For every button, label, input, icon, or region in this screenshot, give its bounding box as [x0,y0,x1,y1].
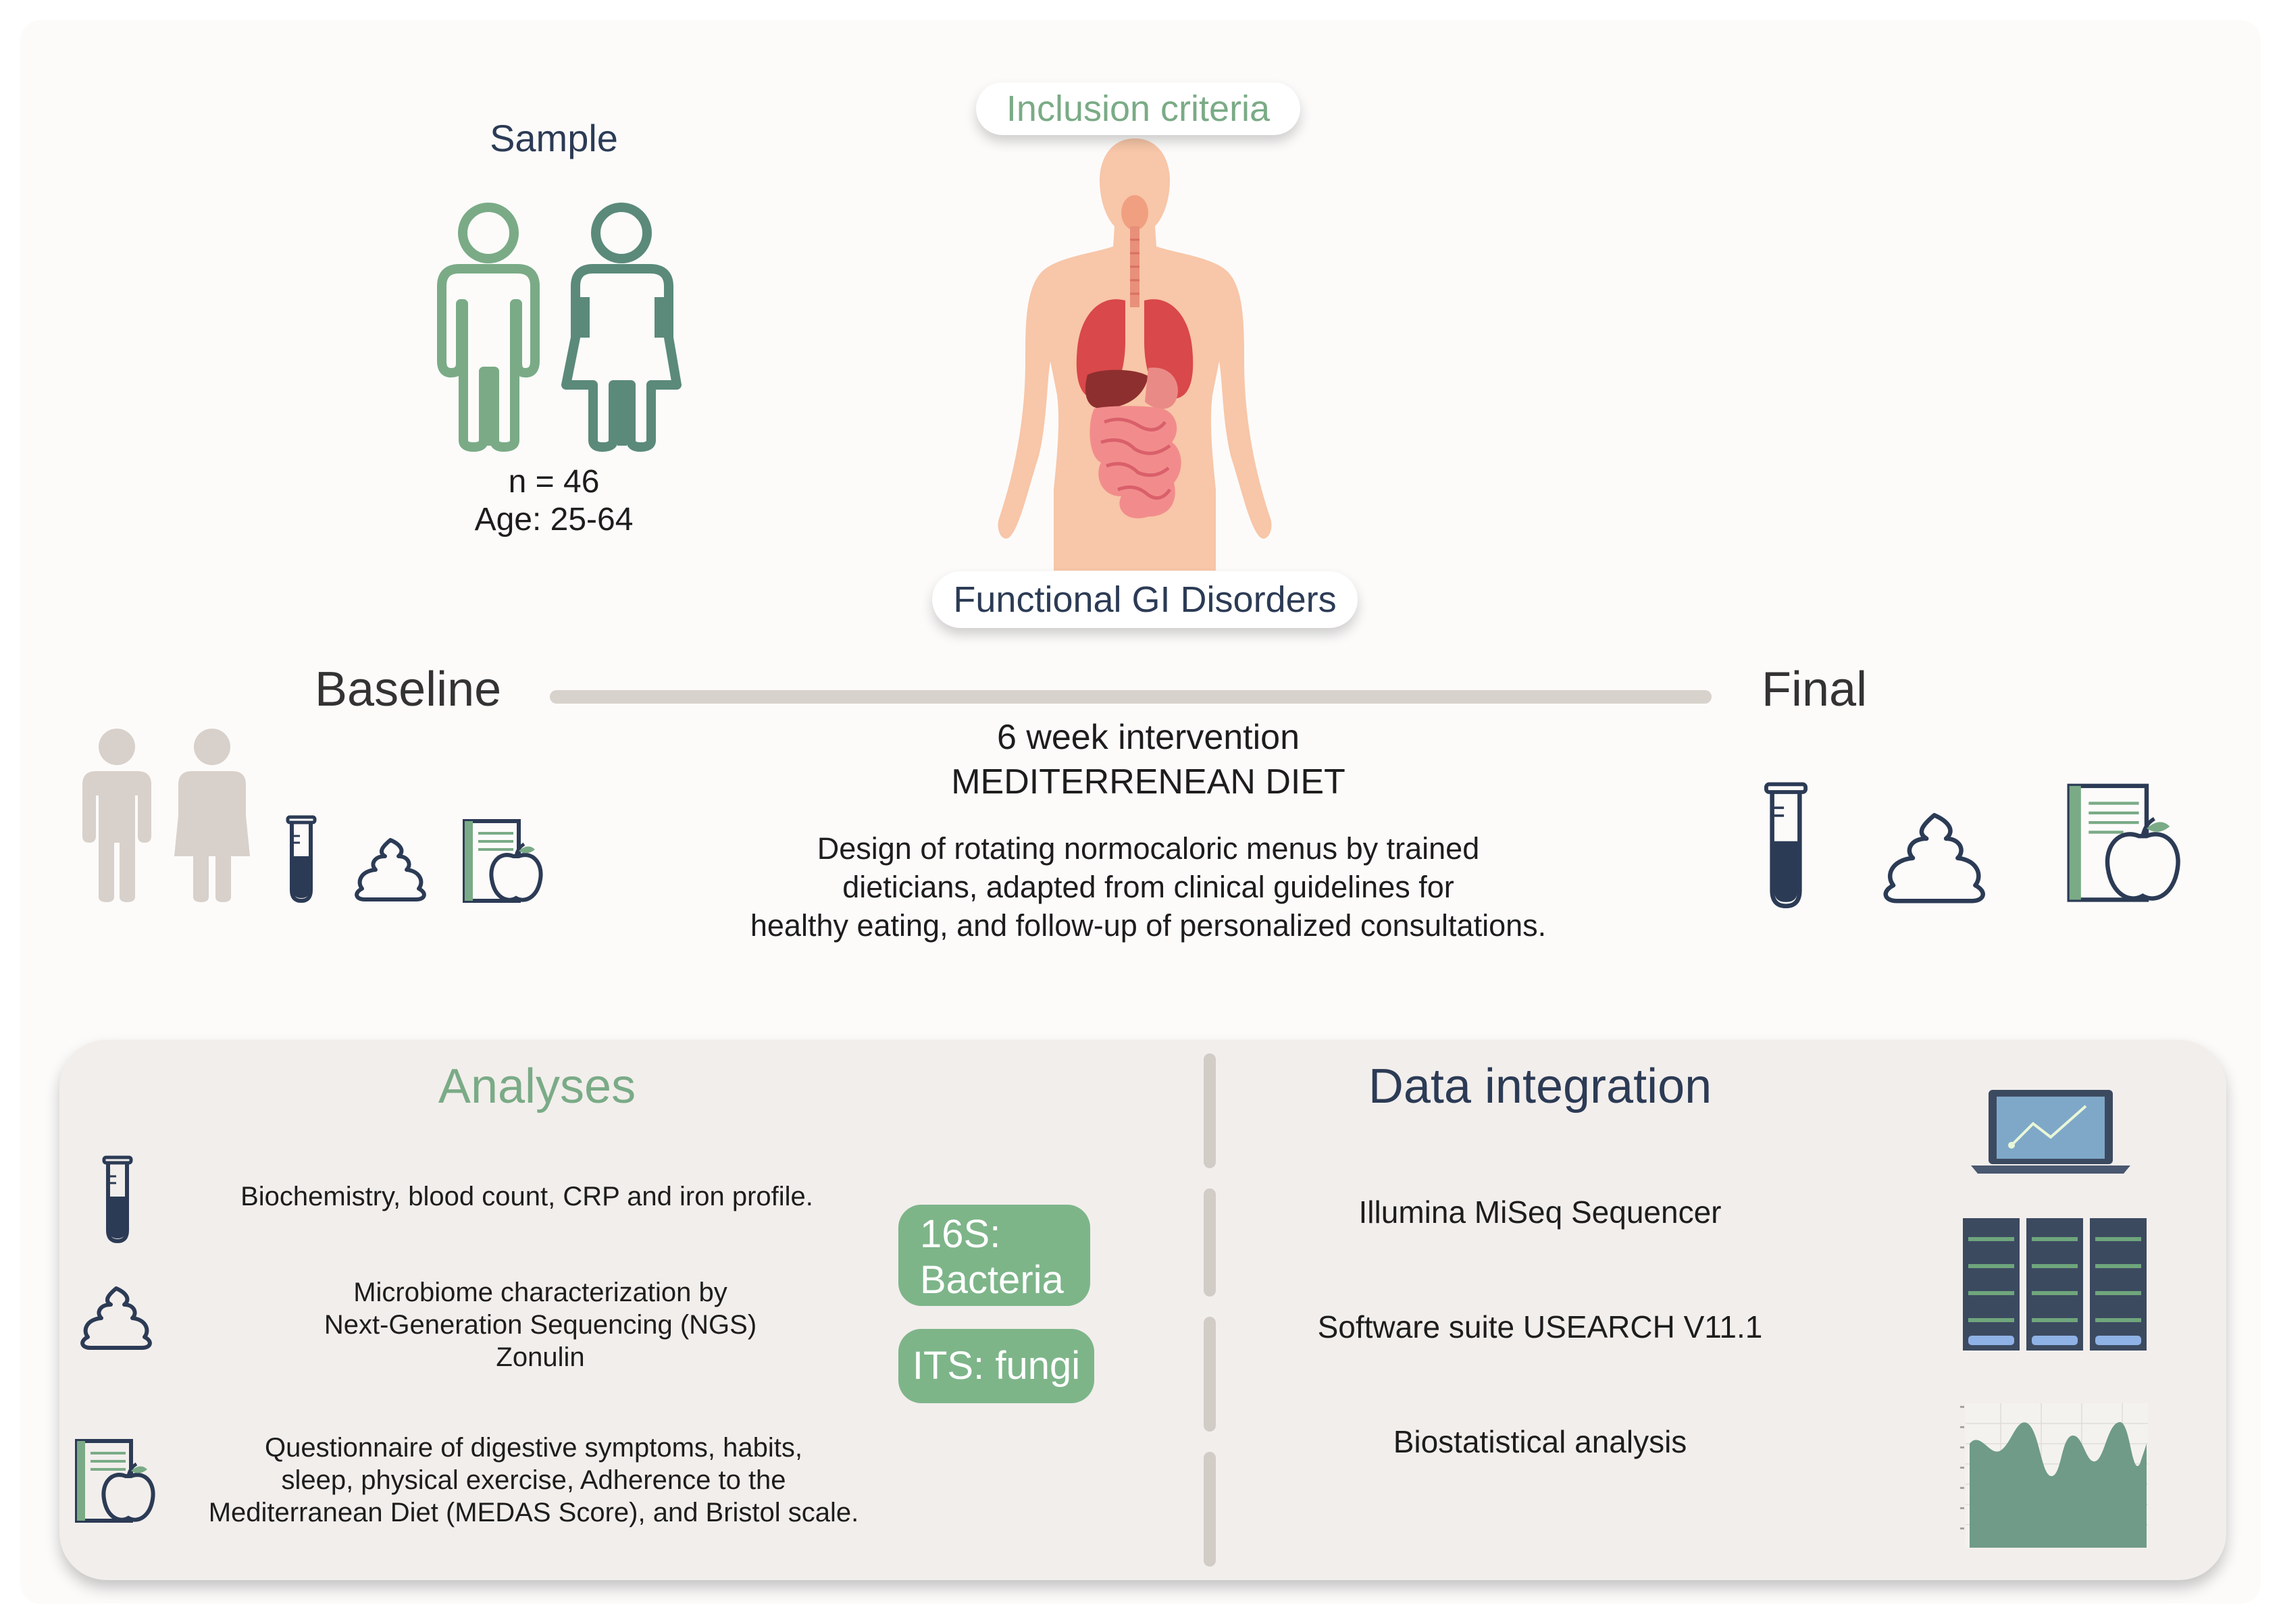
test-tube-icon [1764,782,1808,909]
analyses-item-blood: Biochemistry, blood count, CRP and iron … [240,1182,813,1211]
analyses-line: Microbiome characterization by [353,1278,727,1307]
analyses-item-microbiome: Microbiome characterization by Next-Gene… [203,1276,878,1373]
functional-gi-disorders-pill: Functional GI Disorders [932,571,1358,628]
badge-line: 16S: [920,1212,1001,1256]
divider [1204,1317,1216,1432]
analyses-line: Mediterranean Diet (MEDAS Score), and Br… [208,1498,859,1527]
sample-n: n = 46 [508,464,600,500]
analyses-panel [59,1040,2226,1580]
analyses-line: sleep, physical exercise, Adherence to t… [281,1465,786,1495]
sample-label: Sample [490,117,618,159]
badge-line: Bacteria [920,1258,1064,1302]
description-line: dieticians, adapted from clinical guidel… [842,870,1454,904]
male-figure-icon [437,203,540,452]
inclusion-criteria-label: Inclusion criteria [1006,88,1271,129]
analyses-item-questionnaire: Questionnaire of digestive symptoms, hab… [162,1432,905,1529]
questionnaire-apple-icon [75,1439,155,1523]
divider [1204,1188,1216,1296]
server-rack-icon [1963,1218,2147,1351]
analyses-title: Analyses [438,1059,636,1114]
badge-16s-bacteria: 16S: Bacteria [898,1205,1090,1306]
intervention-description: Design of rotating normocaloric menus by… [675,829,1621,945]
baseline-label: Baseline [315,662,502,716]
timeline-bar [550,690,1712,704]
data-integration-item-usearch: Software suite USEARCH V11.1 [1317,1309,1763,1344]
questionnaire-apple-icon [2067,783,2180,902]
inclusion-criteria-pill: Inclusion criteria [976,82,1300,135]
laptop-chart-icon [1971,1090,2130,1174]
male-silhouette-icon [82,729,151,902]
test-tube-icon [102,1155,133,1244]
description-line: Design of rotating normocaloric menus by… [817,831,1480,866]
divider [1204,1452,1216,1567]
intervention-duration: 6 week intervention [996,718,1300,757]
analyses-line: Questionnaire of digestive symptoms, hab… [265,1433,802,1463]
human-body-organs-icon [998,138,1272,571]
data-integration-item-sequencer: Illumina MiSeq Sequencer [1358,1195,1722,1230]
description-line: healthy eating, and follow-up of persona… [750,908,1547,943]
data-integration-title: Data integration [1368,1059,1712,1114]
sample-age: Age: 25-64 [474,502,634,538]
stool-icon [80,1286,152,1350]
questionnaire-apple-icon [463,819,543,903]
analyses-line: Zonulin [496,1342,585,1372]
test-tube-icon [286,815,317,903]
data-integration-item-biostatistics: Biostatistical analysis [1393,1424,1687,1459]
area-chart-icon [1960,1403,2148,1548]
stool-icon [355,838,426,901]
female-figure-icon [561,203,682,452]
badge-its-fungi: ITS: fungi [898,1329,1094,1403]
stool-icon [1883,812,1985,903]
final-label: Final [1762,662,1868,716]
functional-gi-disorders-label: Functional GI Disorders [953,579,1337,620]
divider [1204,1053,1216,1168]
female-silhouette-icon [174,729,250,902]
intervention-diet: MEDITERRENEAN DIET [951,762,1345,802]
analyses-line: Next-Generation Sequencing (NGS) [324,1310,757,1340]
